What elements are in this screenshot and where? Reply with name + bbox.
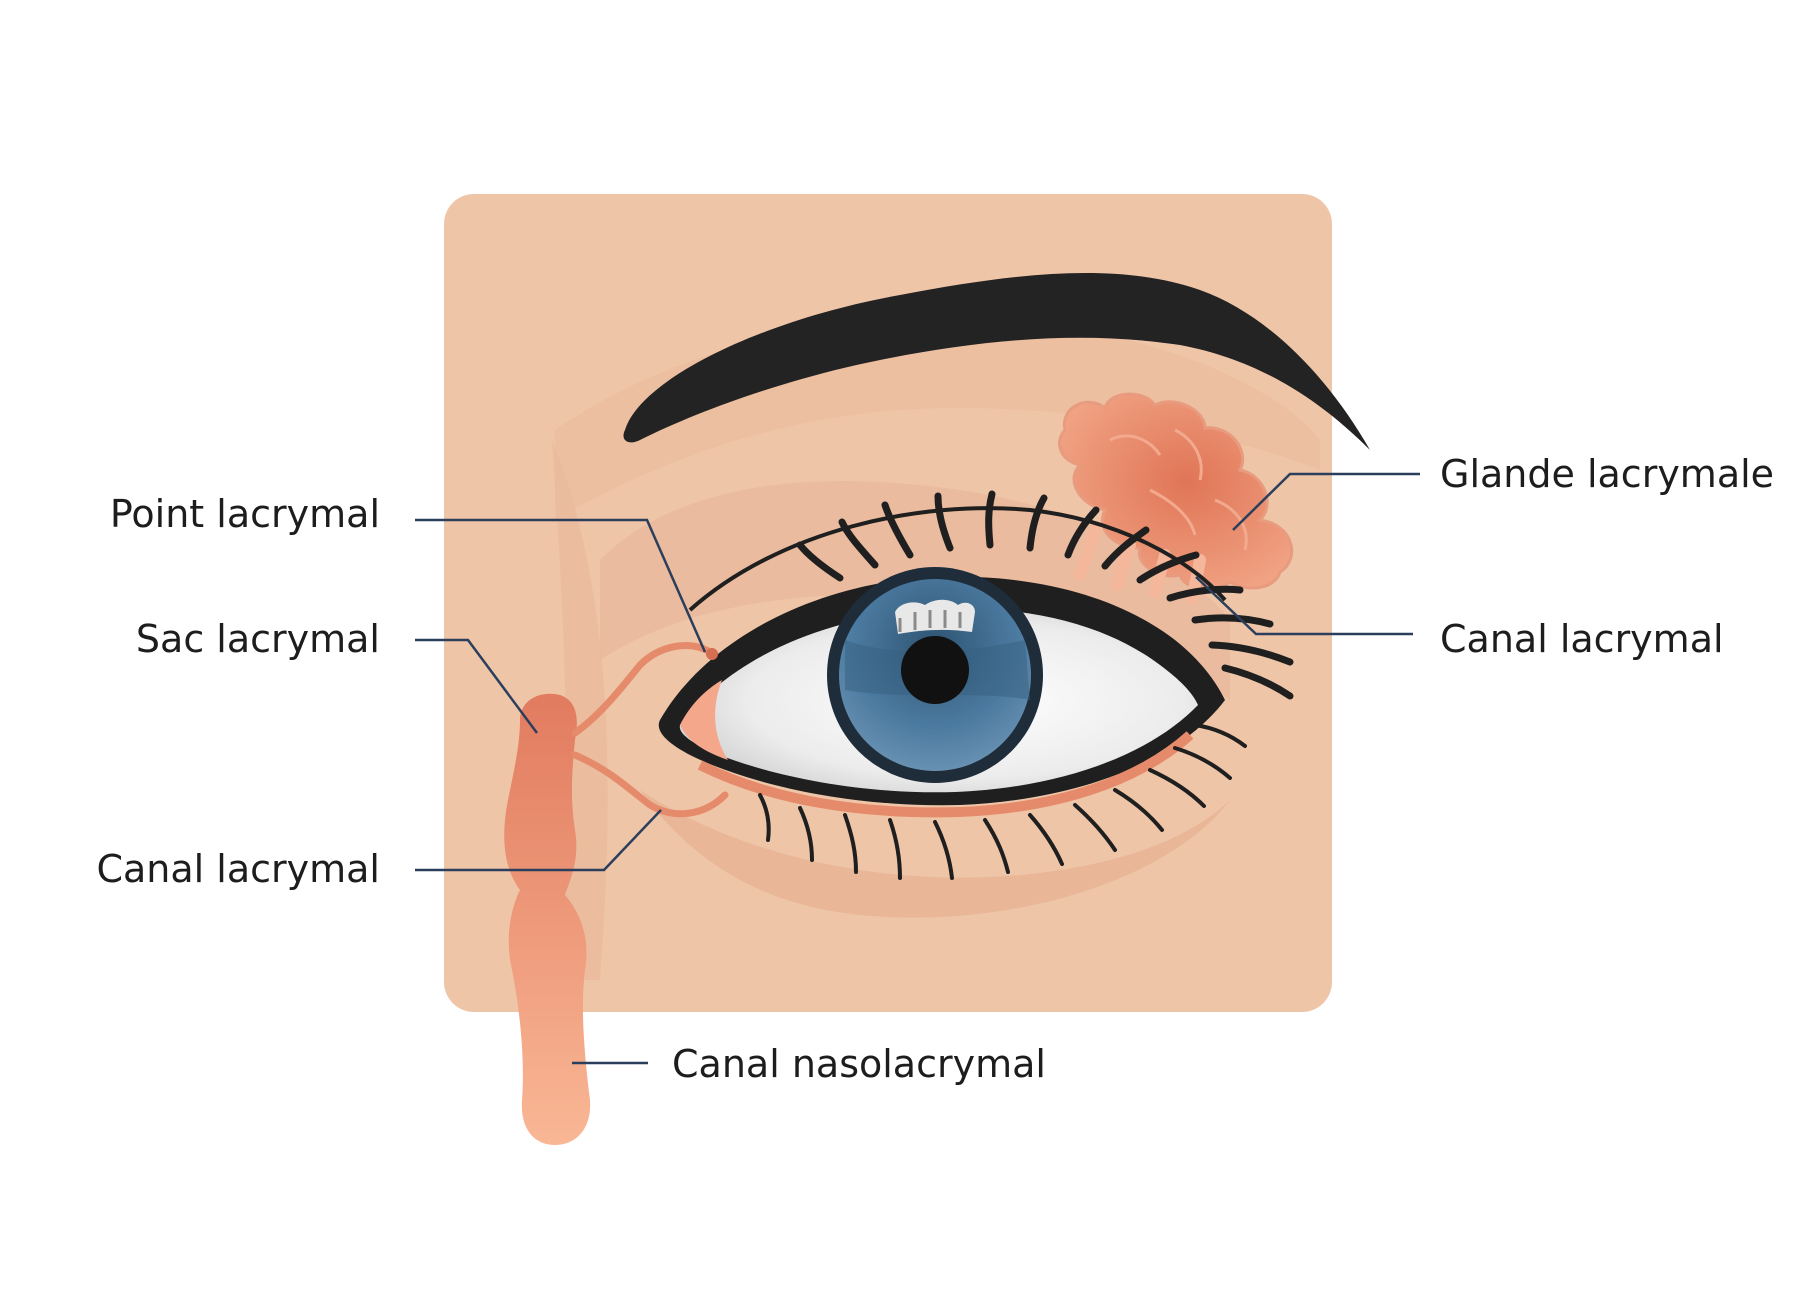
leader-canal-lacrymal-left [415, 809, 662, 872]
upper-lid-crease [688, 506, 1227, 612]
upper-canaliculus [571, 642, 714, 737]
pupil [901, 636, 969, 704]
leader-glande-lacrymale [1232, 472, 1420, 531]
cheek-shadow [640, 790, 1230, 918]
label-glande-lacrymale: Glande lacrymale [1440, 452, 1775, 496]
label-point-lacrymal: Point lacrymal [109, 492, 380, 536]
label-canal-nasolacrymal: Canal nasolacrymal [672, 1042, 1046, 1086]
nasolacrimal-duct [504, 693, 591, 1145]
caruncle [680, 680, 728, 760]
leader-point-lacrymal [415, 518, 707, 653]
eye-reflection [895, 599, 975, 634]
leader-sac-lacrymal [415, 638, 539, 734]
label-canal-lacrymal-right: Canal lacrymal [1440, 617, 1724, 661]
lacrimal-punctum [706, 648, 718, 660]
leader-lines [415, 472, 1420, 1065]
label-canal-lacrymal-left: Canal lacrymal [96, 847, 380, 891]
eyebrow [623, 272, 1370, 450]
upper-eyelashes [796, 490, 1294, 700]
leader-canal-lacrymal-right [1195, 576, 1413, 636]
label-sac-lacrymal: Sac lacrymal [135, 617, 380, 661]
lower-lid-rim [697, 731, 1194, 818]
lower-eyelashes [758, 723, 1247, 880]
lower-canaliculus [571, 751, 729, 818]
